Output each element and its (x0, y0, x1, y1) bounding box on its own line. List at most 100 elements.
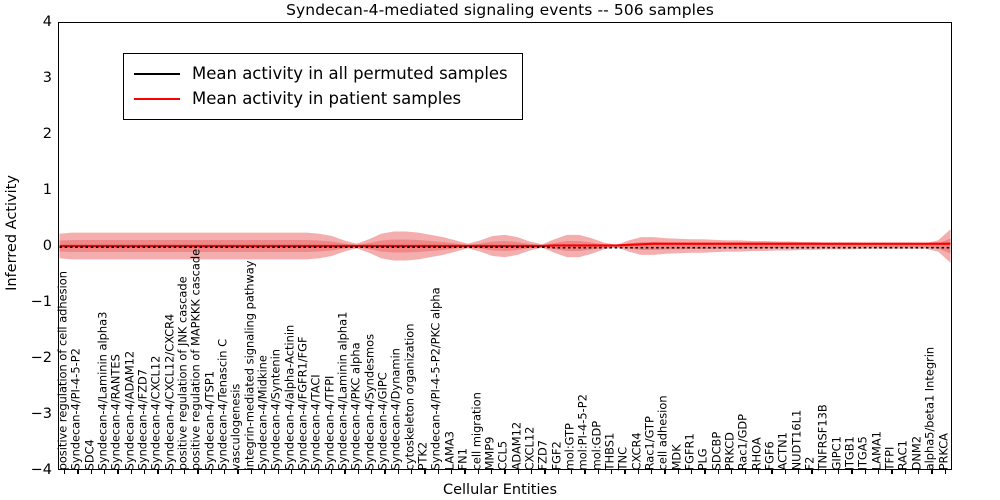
x-tick-mark (104, 470, 106, 474)
x-tick-label: Syndecan-4/Laminin alpha3 (95, 311, 110, 470)
x-tick-label: cytoskeleton organization (402, 323, 417, 470)
x-tick-label: MMP9 (482, 436, 497, 470)
x-tick-label: Syndecan-4/PKC alpha (349, 342, 364, 470)
x-tick-label: DNM2 (909, 435, 924, 470)
x-tick-label: RHOA (749, 436, 764, 470)
x-tick-mark (557, 470, 560, 474)
x-tick-label: ADAM12 (509, 421, 524, 470)
x-tick-mark (704, 470, 706, 474)
x-tick-mark (571, 470, 573, 474)
x-tick-mark (544, 470, 546, 474)
x-tick-label: FN1 (455, 447, 470, 470)
x-tick-mark (450, 470, 453, 474)
x-tick-label: Syndecan-4/CXCL12 (148, 355, 163, 470)
x-tick-mark (170, 470, 173, 474)
series-canvas (59, 229, 951, 263)
x-tick-label: LAMA1 (869, 430, 884, 470)
x-tick-label: SDCBP (709, 431, 724, 470)
x-tick-mark (277, 470, 279, 474)
x-tick-label: Syndecan-4/Syndesmos (362, 333, 377, 470)
x-tick-label: CXCL12 (522, 426, 537, 470)
x-tick-label: RAC1 (896, 439, 911, 470)
x-tick-label: Syndecan-4/Laminin alpha1 (335, 311, 350, 470)
x-tick-label: CCL5 (495, 440, 510, 471)
x-tick-mark (797, 470, 800, 474)
x-tick-mark (931, 470, 933, 474)
x-tick-mark (811, 470, 813, 474)
x-tick-label: Syndecan-4/TSP1 (202, 370, 217, 470)
x-tick-label: positive regulation of MAPKKK cascade (188, 248, 203, 470)
x-tick-mark (531, 470, 533, 474)
y-axis-label: Inferred Activity (4, 175, 20, 291)
x-tick-mark (877, 470, 880, 474)
x-tick-label: Syndecan-4/FZD7 (135, 368, 150, 470)
x-tick-label: Syndecan-4/TFPI (322, 375, 337, 470)
x-tick-mark (117, 470, 119, 474)
x-tick-mark (864, 470, 866, 474)
x-tick-label: LAMA3 (442, 430, 457, 470)
x-tick-mark (464, 470, 466, 474)
x-tick-mark (717, 470, 720, 474)
x-tick-mark (637, 470, 640, 474)
x-tick-label: cell migration (469, 391, 484, 470)
x-tick-mark (757, 470, 760, 474)
x-tick-label: FGF6 (762, 440, 777, 470)
x-tick-label: NUDT16L1 (789, 409, 804, 470)
legend-swatch-patient (134, 97, 180, 100)
legend-label-patient: Mean activity in patient samples (192, 89, 462, 108)
x-tick-mark (744, 470, 746, 474)
x-tick-mark (304, 470, 306, 474)
x-tick-label: ITGB1 (842, 435, 857, 470)
x-tick-label: cell adhesion (655, 395, 670, 470)
x-tick-mark (837, 470, 840, 474)
x-tick-label: alpha5/beta1 Integrin (922, 346, 937, 470)
x-tick-mark (437, 470, 439, 474)
x-tick-mark (250, 470, 253, 474)
x-tick-mark (851, 470, 853, 474)
x-axis-label: Cellular Entities (442, 482, 558, 498)
x-tick-label: PLG (695, 447, 710, 470)
permuted-mean-line (59, 246, 951, 249)
plot-area: Mean activity in all permuted samples Me… (58, 22, 952, 470)
x-tick-label: FGF2 (549, 440, 564, 470)
x-tick-label: Syndecan-4/Midkine (255, 354, 270, 470)
x-tick-label: FZD7 (535, 439, 550, 470)
x-tick-label: Syndecan-4/Syntenin (268, 348, 283, 470)
x-tick-mark (370, 470, 373, 474)
x-tick-mark (144, 470, 146, 474)
x-tick-mark (824, 470, 826, 474)
legend-swatch-permuted (134, 72, 180, 75)
x-tick-mark (664, 470, 666, 474)
x-tick-label: CXCR4 (629, 431, 644, 470)
x-tick-mark (237, 470, 239, 474)
x-tick-mark (290, 470, 293, 474)
x-tick-label: Syndecan-4/PI-4-5-P2 (68, 347, 83, 470)
x-tick-mark (317, 470, 319, 474)
x-tick-mark (731, 470, 733, 474)
x-tick-label: TFPI (882, 446, 897, 470)
x-tick-label: Syndecan-4/Dynamin (389, 347, 404, 470)
x-tick-mark (477, 470, 479, 474)
x-tick-label: Syndecan-4/CXCL12/CXCR4 (162, 313, 177, 470)
x-tick-mark (904, 470, 906, 474)
x-tick-label: PRKCA (936, 432, 951, 470)
x-tick-mark (224, 470, 226, 474)
x-tick-mark (410, 470, 413, 474)
x-tick-mark (424, 470, 426, 474)
x-tick-mark (90, 470, 92, 474)
x-tick-label: PTK2 (415, 441, 430, 470)
x-tick-label: Syndecan-4/RANTES (108, 353, 123, 470)
x-tick-label: ACTN1 (776, 431, 790, 470)
x-tick-label: Syndecan-4/PI-4-5-P2/PKC alpha (429, 287, 444, 470)
x-tick-label: TNFRSF13B (816, 403, 831, 470)
x-tick-label: ITGA5 (856, 435, 871, 470)
x-tick-mark (651, 470, 653, 474)
x-tick-label: mol:GDP (589, 420, 604, 470)
x-tick-label: GIPC1 (829, 435, 844, 470)
legend-item-patient: Mean activity in patient samples (134, 86, 508, 111)
x-tick-mark (264, 470, 266, 474)
x-tick-mark (397, 470, 399, 474)
x-tick-label: Syndecan-4/FGFR1/FGF (295, 336, 310, 470)
x-tick-label: mol:PI-4-5-P2 (575, 393, 590, 470)
